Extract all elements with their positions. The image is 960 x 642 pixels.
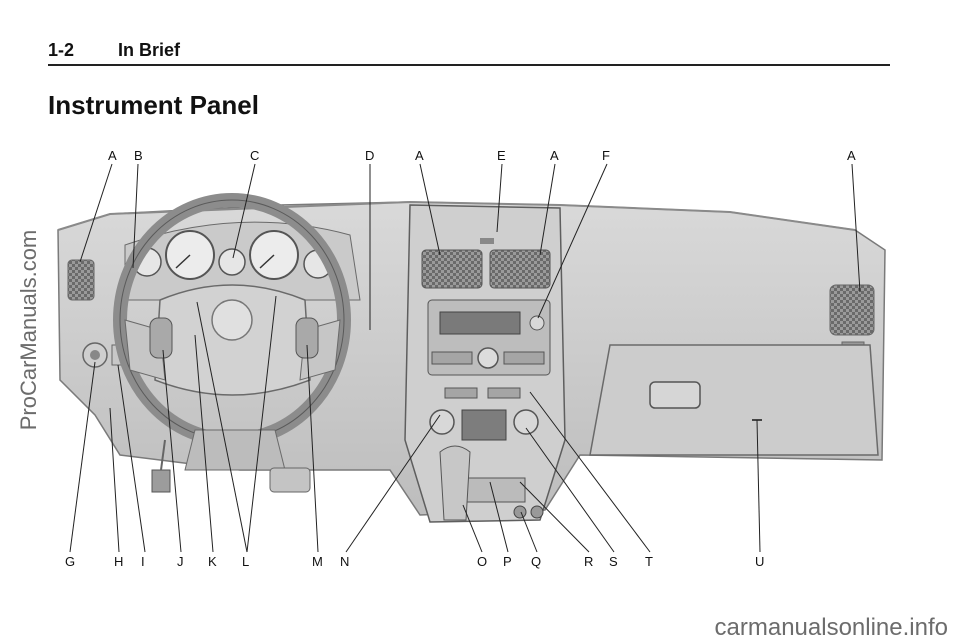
page-number: 1-2 bbox=[48, 40, 75, 60]
power-outlet-right bbox=[530, 505, 544, 519]
radio-volume-knob bbox=[477, 347, 499, 369]
left-wheel-controls bbox=[149, 317, 173, 359]
climate-display bbox=[461, 409, 507, 441]
shift-lever bbox=[439, 445, 471, 521]
left-vent bbox=[67, 259, 95, 301]
brake-pedal bbox=[151, 469, 171, 493]
right-wheel-controls bbox=[295, 317, 319, 359]
callout-bottom: T bbox=[645, 554, 653, 569]
power-outlet-left bbox=[513, 505, 527, 519]
leader-lines-bottom bbox=[69, 295, 761, 553]
right-vent bbox=[829, 284, 875, 336]
section-title: In Brief bbox=[118, 40, 181, 60]
side-watermark: ProCarManuals.com bbox=[16, 229, 41, 431]
center-vent-right bbox=[489, 249, 551, 289]
pedal-arm bbox=[160, 439, 166, 471]
callout-top: F bbox=[602, 148, 610, 163]
steering-emblem bbox=[211, 299, 253, 341]
callout-top: B bbox=[134, 148, 143, 163]
callout-bottom: S bbox=[609, 554, 618, 569]
callout-top: D bbox=[365, 148, 374, 163]
climate-buttons-right bbox=[487, 387, 521, 399]
climate-knob-right bbox=[513, 409, 539, 435]
callout-bottom: R bbox=[584, 554, 593, 569]
tach-needle bbox=[259, 254, 275, 269]
callouts-bottom-group: G H I J K L M N O P Q R S T U bbox=[65, 554, 764, 569]
callout-bottom: M bbox=[312, 554, 323, 569]
bottom-watermark: carmanualsonline.info bbox=[714, 614, 948, 641]
radio-tune-knob bbox=[529, 315, 545, 331]
page-header: 1-2 In Brief bbox=[48, 38, 890, 66]
callouts-top-group: A B C D A E A F A bbox=[108, 148, 856, 163]
callout-bottom: I bbox=[141, 554, 145, 569]
accelerator-pedal bbox=[269, 467, 311, 493]
callout-top: A bbox=[415, 148, 424, 163]
radio-buttons-right bbox=[503, 351, 545, 365]
headlamp-knob-center bbox=[90, 350, 100, 360]
glove-box bbox=[589, 344, 879, 456]
callout-bottom: N bbox=[340, 554, 349, 569]
climate-buttons-left bbox=[444, 387, 478, 399]
steering-column bbox=[184, 429, 286, 471]
leader-lines-top bbox=[79, 163, 861, 330]
callout-bottom: L bbox=[242, 554, 249, 569]
callout-bottom: H bbox=[114, 554, 123, 569]
callout-bottom: Q bbox=[531, 554, 541, 569]
callout-bottom: G bbox=[65, 554, 75, 569]
climate-knob-left bbox=[429, 409, 455, 435]
callout-top: A bbox=[550, 148, 559, 163]
callout-bottom: J bbox=[177, 554, 184, 569]
callout-bottom: O bbox=[477, 554, 487, 569]
callout-top: C bbox=[250, 148, 259, 163]
callout-bottom: U bbox=[755, 554, 764, 569]
glove-box-handle bbox=[649, 381, 701, 409]
center-small-gauge bbox=[218, 248, 246, 276]
page-title: Instrument Panel bbox=[48, 90, 259, 120]
center-vent-left bbox=[421, 249, 483, 289]
callout-top: E bbox=[497, 148, 506, 163]
dash-top-edge bbox=[57, 200, 856, 231]
callout-bottom: K bbox=[208, 554, 217, 569]
radio-display bbox=[439, 311, 521, 335]
callout-bottom: P bbox=[503, 554, 512, 569]
callout-top: A bbox=[847, 148, 856, 163]
speedo-needle bbox=[175, 254, 191, 269]
callout-top: A bbox=[108, 148, 117, 163]
radio-buttons-left bbox=[431, 351, 473, 365]
hazard-button bbox=[480, 238, 494, 244]
console-switches bbox=[464, 477, 526, 503]
